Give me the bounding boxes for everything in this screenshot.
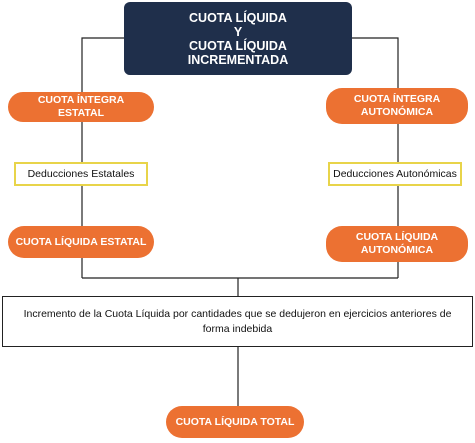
- cuota-integra-estatal-label: CUOTA ÍNTEGRA ESTATAL: [37, 94, 125, 119]
- cuota-integra-autonomica-line-1: CUOTA ÍNTEGRA: [353, 93, 441, 105]
- cuota-liquida-estatal-box: CUOTA LÍQUIDA ESTATAL: [8, 226, 154, 258]
- top-line-2: Y: [233, 24, 243, 39]
- cuota-liquida-estatal-label: CUOTA LÍQUIDA ESTATAL: [15, 235, 147, 248]
- deducciones-estatales-box: Deducciones Estatales: [14, 162, 148, 186]
- cuota-liquida-incrementada-box: CUOTA LÍQUIDA Y CUOTA LÍQUIDA INCREMENTA…: [124, 2, 352, 75]
- deducciones-estatales-label: Deducciones Estatales: [27, 168, 135, 180]
- deducciones-autonomicas-box: Deducciones Autonómicas: [328, 162, 462, 186]
- cuota-liquida-autonomica-box: CUOTA LÍQUIDA AUTONÓMICA: [326, 226, 468, 262]
- cuota-liquida-autonomica-line-2: AUTONÓMICA: [360, 244, 434, 256]
- cuota-liquida-total-label: CUOTA LÍQUIDA TOTAL: [175, 415, 295, 428]
- cuota-integra-autonomica-box: CUOTA ÍNTEGRA AUTONÓMICA: [326, 88, 468, 124]
- top-line-3: CUOTA LÍQUIDA: [189, 38, 287, 53]
- deducciones-autonomicas-label: Deducciones Autonómicas: [333, 168, 457, 180]
- top-line-4: INCREMENTADA: [187, 52, 289, 67]
- incremento-text: Incremento de la Cuota Líquida por canti…: [23, 307, 452, 335]
- cuota-liquida-total-box: CUOTA LÍQUIDA TOTAL: [166, 406, 304, 438]
- incremento-cuota-liquida-box: Incremento de la Cuota Líquida por canti…: [2, 296, 473, 347]
- cuota-integra-autonomica-line-2: AUTONÓMICA: [360, 106, 434, 118]
- top-line-1: CUOTA LÍQUIDA: [189, 10, 287, 25]
- cuota-integra-estatal-box: CUOTA ÍNTEGRA ESTATAL: [8, 92, 154, 122]
- connector-top-left: [81, 37, 124, 92]
- cuota-liquida-autonomica-line-1: CUOTA LÍQUIDA: [355, 231, 439, 243]
- connector-top-right: [352, 37, 399, 88]
